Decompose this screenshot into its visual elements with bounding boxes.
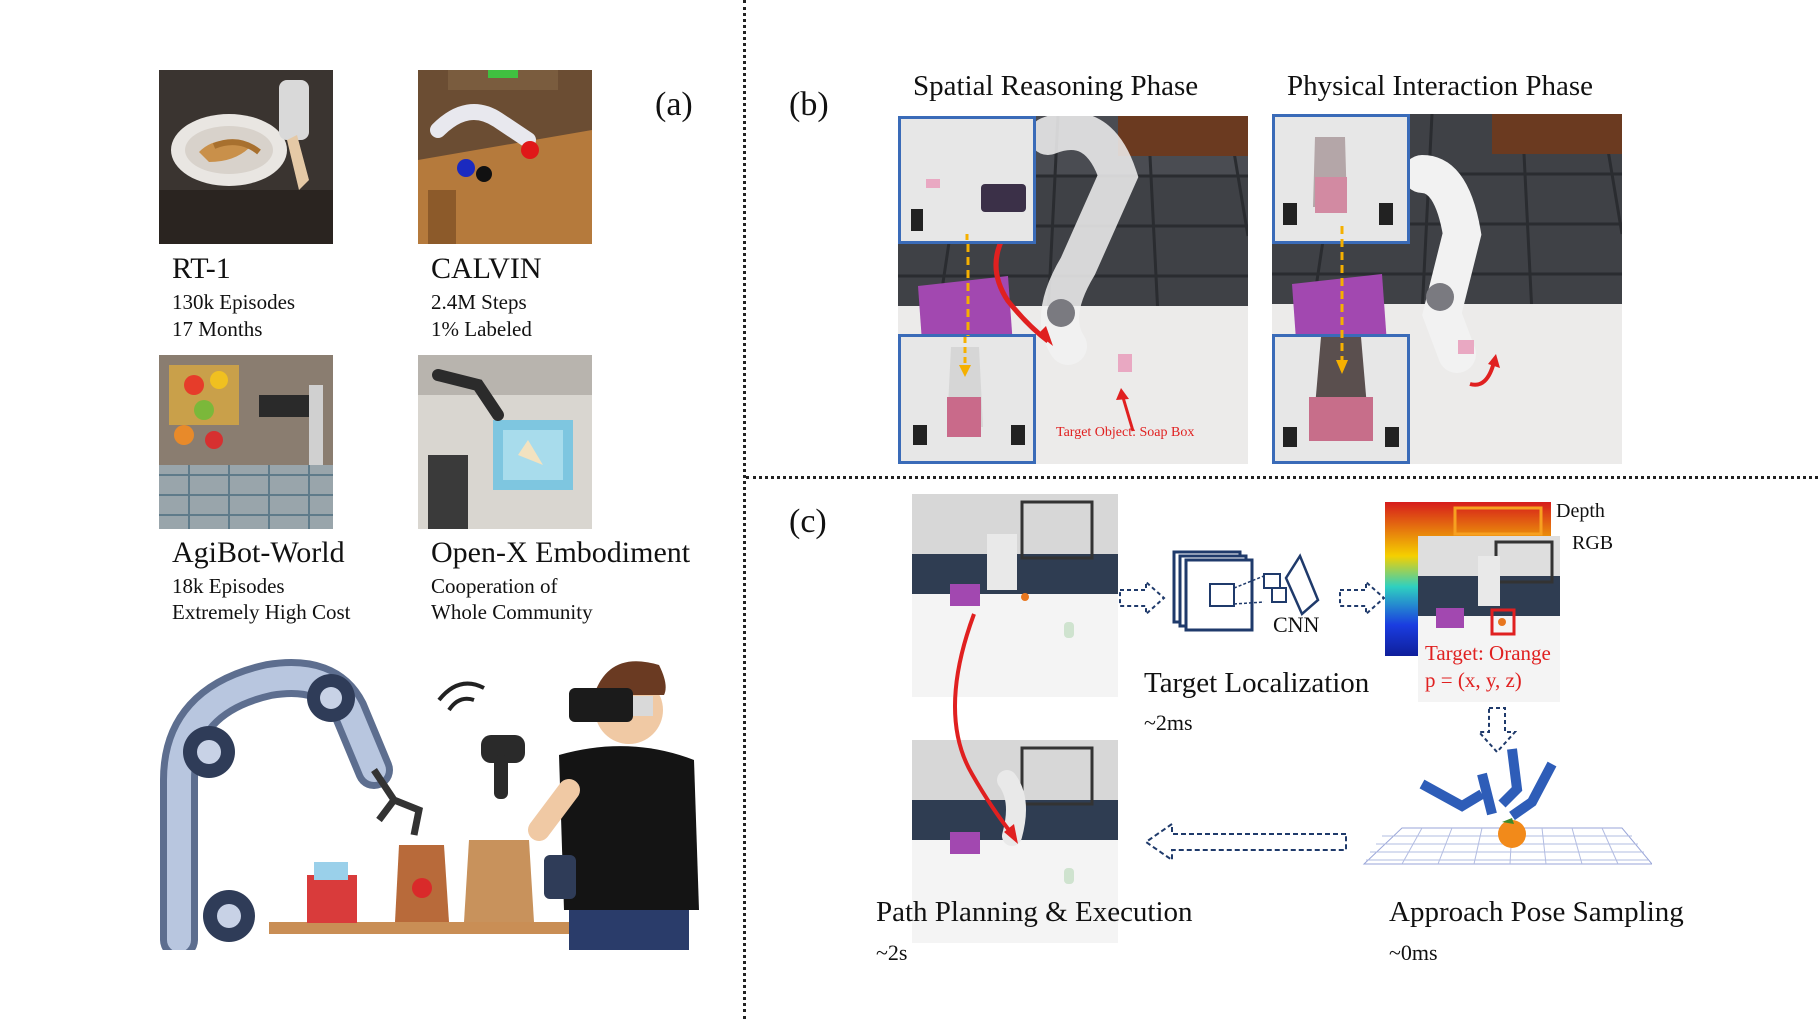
vertical-divider xyxy=(743,0,746,1019)
approach-pose-sampling-title: Approach Pose Sampling xyxy=(1389,896,1684,928)
path-trajectory-arrow xyxy=(953,613,1018,844)
target-object-annotation: Target Object: Soap Box xyxy=(1056,425,1195,440)
localization-input-image xyxy=(912,494,1118,697)
arrow-to-cnn xyxy=(1119,580,1166,616)
cnn-label: CNN xyxy=(1273,612,1320,637)
spatial-top-inset xyxy=(898,116,1036,244)
horizontal-divider xyxy=(746,476,1818,479)
openx-line2: Whole Community xyxy=(431,600,593,624)
approach-pose-sampling-time: ~0ms xyxy=(1389,940,1438,965)
target-position-label: p = (x, y, z) xyxy=(1425,668,1522,692)
target-orange-label: Target: Orange xyxy=(1425,641,1551,665)
depth-label: Depth xyxy=(1556,500,1605,522)
execution-result-image xyxy=(912,740,1118,943)
openx-name: Open-X Embodiment xyxy=(431,536,691,569)
agibot-line2: Extremely High Cost xyxy=(172,600,351,624)
target-localization-time: ~2ms xyxy=(1144,710,1193,735)
cnn-icon xyxy=(1172,550,1320,632)
agibot-name: AgiBot-World xyxy=(172,536,345,569)
arrow-to-execution xyxy=(1144,822,1347,862)
target-localization-title: Target Localization xyxy=(1144,667,1370,699)
interaction-top-inset xyxy=(1272,114,1410,244)
agibot-line1: 18k Episodes xyxy=(172,574,285,598)
arrow-to-sampling xyxy=(1477,707,1517,754)
rgb-label: RGB xyxy=(1572,532,1614,554)
calvin-image xyxy=(418,70,592,244)
openx-line1: Cooperation of xyxy=(431,574,558,598)
agibot-image xyxy=(159,355,333,529)
path-planning-title: Path Planning & Execution xyxy=(876,896,1193,928)
panel-c-label: (c) xyxy=(789,503,827,540)
spatial-yellow-guide xyxy=(966,244,970,336)
arrow-to-perception xyxy=(1339,580,1386,616)
physical-interaction-phase-title: Physical Interaction Phase xyxy=(1287,70,1594,102)
rt1-line2: 17 Months xyxy=(172,317,263,341)
approach-pose-sampling-image xyxy=(1362,748,1652,865)
interaction-yellow-guide xyxy=(1336,226,1348,374)
panel-b-label: (b) xyxy=(789,86,829,123)
spatial-bottom-inset xyxy=(898,334,1036,464)
calvin-line1: 2.4M Steps xyxy=(431,290,527,314)
teleoperation-illustration xyxy=(159,640,717,950)
rt1-name: RT-1 xyxy=(172,252,231,285)
rt1-image xyxy=(159,70,333,244)
calvin-line2: 1% Labeled xyxy=(431,317,532,341)
rgb-image xyxy=(1418,536,1560,702)
rt1-line1: 130k Episodes xyxy=(172,290,296,314)
openx-image xyxy=(418,355,592,529)
spatial-reasoning-phase-title: Spatial Reasoning Phase xyxy=(913,70,1199,102)
path-planning-time: ~2s xyxy=(876,940,908,965)
calvin-name: CALVIN xyxy=(431,252,542,285)
panel-a-label: (a) xyxy=(655,86,693,123)
